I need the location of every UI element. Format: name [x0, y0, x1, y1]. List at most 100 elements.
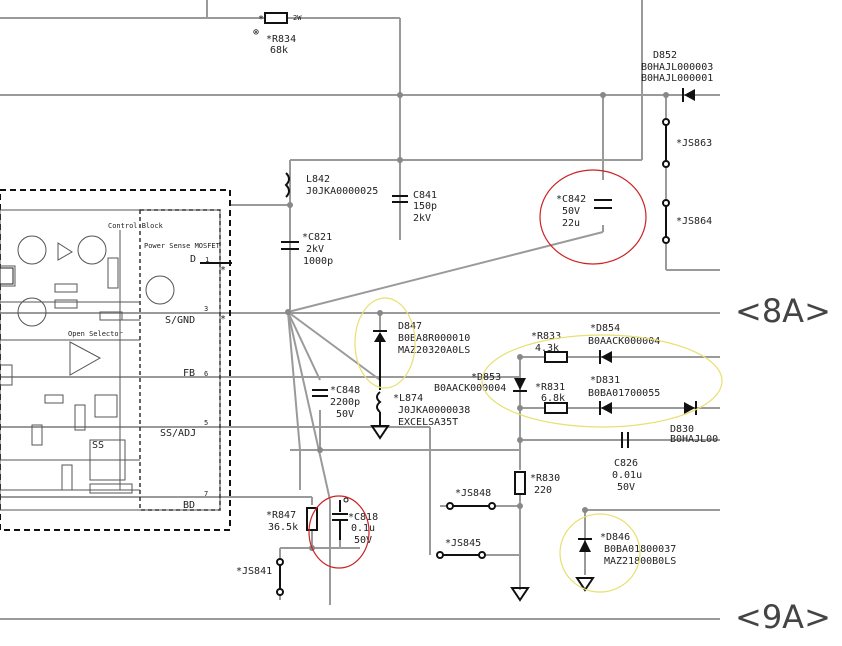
capacitor-c821	[281, 241, 299, 250]
highlight-annotations	[308, 169, 723, 593]
label-d854-ref: *D854	[590, 323, 620, 334]
inductor-l842	[284, 172, 290, 198]
label-c842-ref: *C842	[556, 194, 586, 205]
resistor-r830	[514, 471, 526, 495]
label-r833-ref: *R833	[531, 331, 561, 342]
label-d852-part2: B0HAJL000001	[641, 73, 713, 84]
svg-text:*: *	[220, 314, 226, 325]
label-d852-part: B0HAJL000003	[641, 62, 713, 73]
label-c848-ref: *C848	[330, 385, 360, 396]
label-d847-part2: MAZ20320A0LS	[398, 345, 470, 356]
resistor-r834	[264, 12, 288, 24]
label-c821-value: 2kV	[306, 244, 324, 255]
inductor-l874	[376, 391, 382, 413]
diode-d847	[373, 330, 387, 390]
label-js841: *JS841	[236, 566, 272, 577]
label-js848: *JS848	[455, 488, 491, 499]
label-d853-ref: *D853	[471, 372, 501, 383]
label-d854-part: B0AACK000004	[588, 336, 660, 347]
resistor-r831	[544, 402, 568, 414]
page-marker-9a: <9A>	[735, 598, 831, 636]
label-d831-ref: *D831	[590, 375, 620, 386]
label-c841-voltage: 2kV	[413, 213, 431, 224]
jumper-js863	[662, 118, 670, 168]
label-c826-ref: C826	[614, 458, 638, 469]
label-r834-value: 68k	[270, 45, 288, 56]
pin-5-number: 5	[204, 419, 208, 427]
label-js863: *JS863	[676, 138, 712, 149]
label-c841-ref: C841	[413, 190, 437, 201]
label-d847-ref: D847	[398, 321, 422, 332]
label-d846-part2: MAZ21800B0LS	[604, 556, 676, 567]
diode-d853	[514, 378, 526, 390]
label-d831-part: B0BA01700055	[588, 388, 660, 399]
capacitor-c842	[594, 199, 612, 209]
diode-d854	[601, 351, 612, 363]
label-r834-note: 2W	[293, 14, 302, 22]
label-d847-part: B0BA8R000010	[398, 333, 470, 344]
component-symbols	[264, 12, 697, 602]
diode-d852	[684, 89, 695, 101]
label-r831-ref: *R831	[535, 382, 565, 393]
label-r830-ref: *R830	[530, 473, 560, 484]
label-c826-voltage: 50V	[617, 482, 635, 493]
label-l842-part: J0JKA0000025	[306, 186, 378, 197]
label-d853-part: B0AACK000004	[434, 383, 506, 394]
pin-3-number: 3	[204, 305, 208, 313]
label-l874-ref: *L874	[393, 393, 423, 404]
ss-label: SS	[92, 440, 104, 451]
pin-bd-name: BD	[183, 500, 195, 511]
label-r847-ref: *R847	[266, 510, 296, 521]
pin-1-number: 1	[205, 256, 209, 264]
label-c818-value: 0.1u	[351, 523, 375, 534]
pin-markers: * * * ⊗	[220, 14, 264, 325]
label-c842-voltage: 22u	[562, 218, 580, 229]
label-c841-value: 150p	[413, 201, 437, 212]
diode-d846	[575, 538, 595, 592]
label-c848-value: 2200p	[330, 397, 360, 408]
yellow-circle-d853-d831	[481, 334, 723, 428]
resistor-r847	[306, 507, 318, 531]
jumper-js841	[276, 558, 284, 596]
pin-6-number: 6	[204, 370, 208, 378]
label-d852-ref: D852	[653, 50, 677, 61]
red-circle-c842	[539, 169, 647, 265]
label-c848-voltage: 50V	[336, 409, 354, 420]
yellow-circle-d847	[354, 297, 416, 389]
page-marker-8a: <8A>	[735, 292, 831, 330]
label-r833-value: 4.3k	[535, 343, 559, 354]
label-c842-value: 50V	[562, 206, 580, 217]
label-l874-part: J0JKA0000038	[398, 405, 470, 416]
pin-ssadj-name: SS/ADJ	[160, 428, 196, 439]
ground-symbol-r830	[510, 587, 530, 602]
ic-block: Control Block Power Sense MOSFET Open Se…	[0, 189, 232, 531]
label-r831-value: 6.8k	[541, 393, 565, 404]
pin-7-number: 7	[204, 490, 208, 498]
label-d830-ref: D830	[670, 424, 694, 435]
label-c818-voltage: 50V	[354, 535, 372, 546]
label-c826-value: 0.01u	[612, 470, 642, 481]
pin-fb-name: FB	[183, 368, 195, 379]
open-selector-label: Open Selector	[68, 330, 123, 338]
label-c821-voltage: 1000p	[303, 256, 333, 267]
ic-internal-circuit	[0, 230, 175, 494]
capacitor-c818	[332, 497, 349, 540]
svg-text:*: *	[258, 14, 264, 25]
label-js845: *JS845	[445, 538, 481, 549]
label-r834-ref: *R834	[266, 34, 296, 45]
jumper-js864	[662, 199, 670, 244]
label-l842-ref: L842	[306, 174, 330, 185]
label-c818-ref: *C818	[348, 512, 378, 523]
capacitor-c848	[312, 389, 328, 397]
jumper-js848	[446, 502, 496, 510]
label-js864: *JS864	[676, 216, 712, 227]
label-d830-part: B0HAJL00	[670, 434, 718, 445]
svg-text:⊗: ⊗	[253, 27, 259, 38]
control-block-label: Control Block	[108, 222, 164, 230]
red-circle-c818	[308, 495, 370, 569]
yellow-circle-d846	[559, 513, 641, 593]
diode-d830	[684, 402, 695, 414]
capacitor-c841	[392, 195, 408, 203]
label-r847-value: 36.5k	[268, 522, 298, 533]
label-d846-ref: *D846	[600, 532, 630, 543]
